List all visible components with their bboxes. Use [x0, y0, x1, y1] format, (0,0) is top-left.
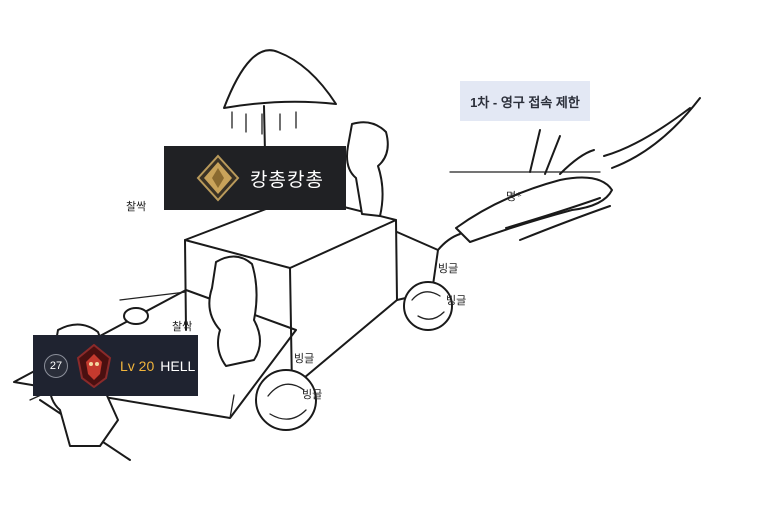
sfx-mid: 찰싹 [172, 320, 192, 333]
wheel-rear [255, 369, 317, 431]
player-name: 캉총캉총 [250, 169, 324, 191]
wheel-back [123, 307, 149, 325]
sfx-wheel-1: 빙글 [438, 262, 458, 275]
pusher-figure [208, 255, 261, 367]
player-number-badge: 27 [44, 353, 68, 378]
sfx-wheel-2: 빙글 [446, 294, 466, 307]
speed-lines [505, 97, 701, 241]
driver-figure [346, 121, 389, 217]
level-text: Lv 20 [120, 357, 155, 374]
rank-banner: 캉총캉총 [164, 146, 346, 210]
sfx-scream: 명* [506, 190, 522, 203]
difficulty-text: HELL [160, 357, 196, 374]
restriction-label: 1차 - 영구 접속 제한 [460, 81, 590, 121]
gold-diamond-emblem-icon [196, 154, 240, 202]
wheel-front [403, 281, 453, 331]
red-demon-crest-icon [76, 343, 112, 388]
sfx-wheel-4: 빙글 [302, 388, 322, 401]
sfx-top: 찰싹 [126, 200, 146, 213]
rope [437, 171, 601, 251]
dragged-figure [455, 129, 613, 243]
level-badge: 27 Lv 20 HELL [33, 335, 198, 396]
sfx-wheel-3: 빙글 [294, 352, 314, 365]
